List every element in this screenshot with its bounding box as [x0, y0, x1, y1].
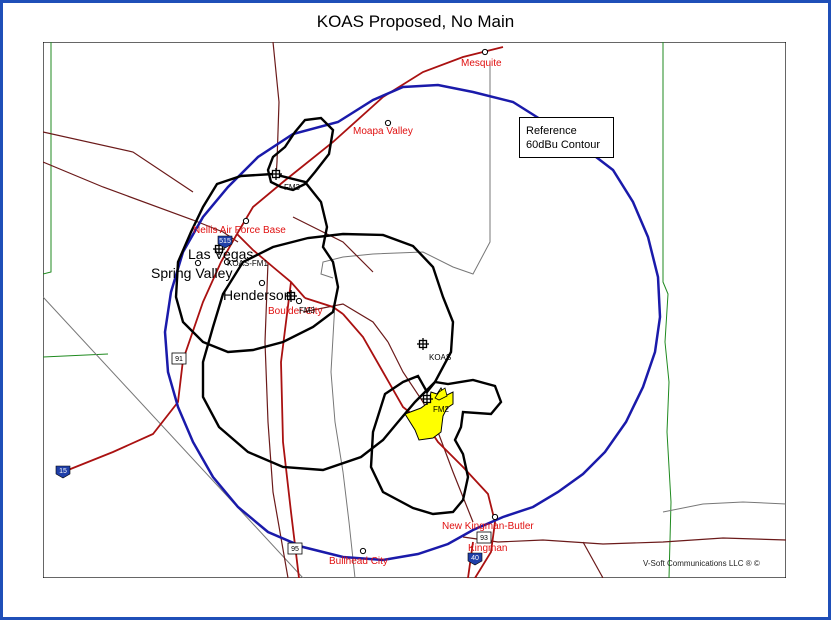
service-area: [404, 387, 454, 441]
shield-label-us93: 93: [480, 535, 488, 542]
shield-label-i15: 15: [59, 468, 67, 475]
major-city-labels: Las Vegas Spring Valley Henderson: [151, 246, 292, 303]
tower-icon-koas: [417, 338, 429, 350]
label-bullhead: Bullhead City: [329, 556, 388, 567]
shield-label-us91: 91: [175, 356, 183, 363]
label-henderson: Henderson: [223, 287, 292, 303]
map-canvas: 515 91 15 95 93 40 Mesquite Moapa Valley…: [43, 42, 786, 578]
station-labels: FM3 KOAS-FM1 FM3 KOAS FM2: [227, 183, 451, 414]
city-marker-nellis: [242, 217, 250, 225]
label-fm3-top: FM3: [284, 183, 301, 192]
label-kingman: Kingman: [468, 543, 507, 554]
city-marker-new-kingman: [491, 513, 499, 521]
legend-box: Reference 60dBu Contour: [519, 117, 614, 158]
city-labels: Mesquite Moapa Valley Nellis Air Force B…: [193, 58, 534, 567]
shield-icon-us95: 95: [287, 542, 303, 555]
map-title: KOAS Proposed, No Main: [316, 12, 515, 31]
label-new-kingman: New Kingman-Butler: [442, 521, 534, 532]
shield-icon-i40: 40: [467, 552, 483, 566]
city-marker-moapa: [384, 119, 392, 127]
station-contours: [174, 116, 503, 516]
label-spring-valley: Spring Valley: [151, 265, 232, 281]
legend-line-1: Reference: [526, 125, 577, 137]
label-koas: KOAS: [429, 353, 451, 362]
label-nellis: Nellis Air Force Base: [193, 225, 286, 236]
label-fm3-boulder: FM3: [299, 306, 316, 315]
map-border: [43, 42, 786, 578]
state-boundaries: [43, 42, 672, 578]
credit-text: V-Soft Communications LLC ® ©: [643, 559, 760, 568]
shield-icon-us91: 91: [171, 352, 187, 365]
city-marker-bullhead: [359, 547, 367, 555]
city-marker-las-vegas: [223, 258, 231, 266]
label-fm2: FM2: [433, 405, 450, 414]
tower-icon-fm3-boulder: [285, 290, 297, 302]
label-las-vegas: Las Vegas: [188, 246, 253, 262]
label-mesquite: Mesquite: [461, 58, 502, 69]
shield-label-us95: 95: [291, 546, 299, 553]
station-markers: [213, 168, 433, 405]
label-moapa-valley: Moapa Valley: [353, 126, 413, 137]
city-marker-spring-valley: [194, 259, 202, 267]
shield-icon-us93: 93: [476, 531, 492, 544]
city-marker-boulder: [295, 297, 303, 305]
shield-icon-i515: 515: [217, 235, 233, 249]
highway-shields: 515 91 15 95 93 40: [55, 235, 492, 566]
label-koas-fm1: KOAS-FM1: [227, 259, 268, 268]
city-markers: [194, 48, 499, 555]
legend-line-2: 60dBu Contour: [526, 139, 600, 151]
label-boulder-city: Boulder City: [268, 306, 322, 317]
shield-label-i515: 515: [219, 238, 231, 245]
shield-label-i40: 40: [471, 555, 479, 562]
city-marker-mesquite: [481, 48, 489, 56]
county-lines: [43, 62, 786, 578]
shield-icon-i15: 15: [55, 465, 71, 479]
roads: [43, 42, 786, 578]
tower-icon-fm3-top: [270, 168, 282, 180]
tower-icon-koas-fm1: [213, 243, 225, 255]
city-marker-henderson: [258, 279, 266, 287]
tower-icon-fm2: [421, 393, 433, 405]
